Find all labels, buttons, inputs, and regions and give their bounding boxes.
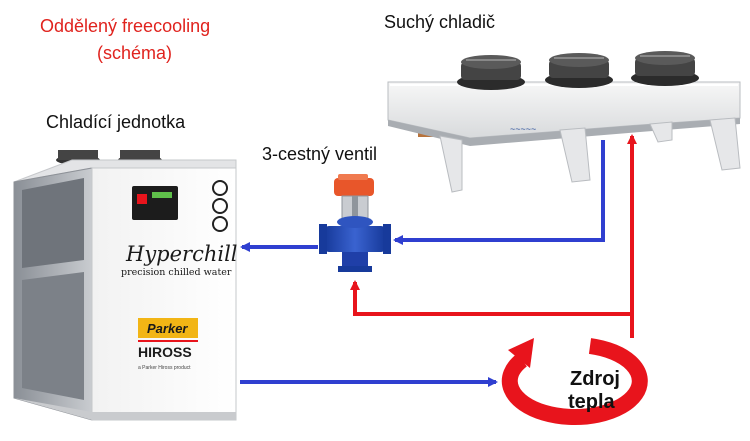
cooler-logo-icon: ~~~~~ bbox=[510, 124, 536, 134]
chiller-unit-label: Chladící jednotka bbox=[46, 112, 186, 132]
three-way-valve-image bbox=[319, 174, 391, 272]
circular-arrow-icon bbox=[501, 338, 648, 425]
hiross-logo-text: HIROSS bbox=[138, 344, 192, 360]
actuator-icon bbox=[334, 178, 374, 196]
chiller-tagline: a Parker Hiross product bbox=[138, 365, 191, 371]
diagram-title-line2: (schéma) bbox=[97, 43, 173, 63]
chiller-brand: Hyperchill bbox=[125, 242, 238, 266]
chiller-subtitle: precision chilled water bbox=[121, 267, 232, 278]
fan-icon bbox=[545, 53, 613, 88]
hot-line-bypass-to-valve bbox=[350, 280, 632, 316]
dry-cooler-label: Suchý chladič bbox=[384, 12, 496, 32]
parker-logo-icon bbox=[138, 318, 198, 338]
fan-icon bbox=[457, 55, 525, 90]
return-line-cooler-to-valve bbox=[393, 140, 605, 245]
parker-logo-text: Parker bbox=[147, 321, 188, 336]
chiller-unit-image: Hyperchill precision chilled water Parke… bbox=[13, 150, 238, 421]
heat-source-label-line2: tepla bbox=[568, 391, 616, 413]
diagram-title-line1: Oddělený freecooling bbox=[40, 16, 211, 36]
dry-cooler-image: ~~~~~ bbox=[387, 51, 741, 193]
valve-label: 3-cestný ventil bbox=[262, 144, 378, 164]
valve-icon bbox=[325, 226, 385, 252]
heat-source-label-line1: Zdroj bbox=[570, 368, 620, 390]
fan-icon bbox=[631, 51, 699, 86]
